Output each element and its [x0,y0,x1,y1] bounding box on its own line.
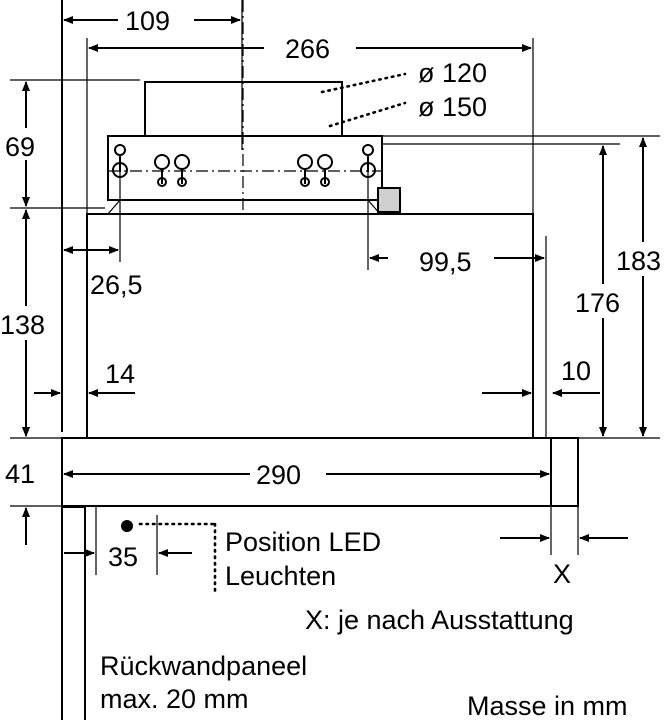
dimension-label-26-5: 26,5 [90,270,143,300]
keyhole-slot-icon [154,154,170,187]
back-panel-note-line2: max. 20 mm [100,684,249,714]
dimension-label-138: 138 [0,310,45,340]
dimension-label-290: 290 [256,460,301,490]
dimension-138: 138 [0,209,62,439]
dimension-10: 10 [482,356,600,397]
dimension-label-266: 266 [285,34,330,64]
dimension-183: 183 [382,135,672,437]
dimension-label-41: 41 [5,459,35,489]
dimension-label-99-5: 99,5 [419,247,472,277]
x-explanation-note: X: je nach Ausstattung [305,605,574,635]
dimension-label-69: 69 [5,132,35,162]
dimension-x: X [500,506,628,589]
dimension-26-5: 26,5 [63,172,143,300]
motor-housing [107,135,401,215]
dimension-label-35: 35 [108,542,138,572]
dimension-41: 41 [5,402,62,545]
diameter-label-120: ø 120 [418,58,487,88]
dimension-label-14: 14 [105,359,135,389]
diameter-callouts: ø 120 ø 150 [320,58,487,128]
dimension-label-109: 109 [125,6,170,36]
dimension-label-10: 10 [561,356,591,386]
dimension-266: 266 [86,32,534,214]
dimension-14: 14 [34,359,135,397]
dimension-290: 290 [63,456,550,490]
keyhole-slot-icon [317,154,333,187]
led-position: 35 Position LED Leuchten [64,507,381,594]
back-wall [61,0,86,720]
dimension-176: 176 [382,143,660,439]
keyhole-slot-icon [174,154,190,187]
dimension-109: 109 [63,0,243,150]
dimension-label-x: X [553,559,571,589]
keyhole-slot-icon [297,154,313,187]
led-light-icon [121,520,133,532]
dimension-69: 69 [4,79,140,209]
led-position-label: Position LED [225,527,381,557]
diameter-label-150: ø 150 [418,92,487,122]
dimension-99-5: 99,5 [367,172,547,438]
dimension-label-176: 176 [575,288,620,318]
exhaust-connector [128,81,360,137]
led-position-label-line2: Leuchten [225,561,336,591]
back-panel-note: Rückwandpaneel [100,651,307,681]
dimension-label-183: 183 [616,246,661,276]
units-note: Masse in mm [467,691,628,720]
